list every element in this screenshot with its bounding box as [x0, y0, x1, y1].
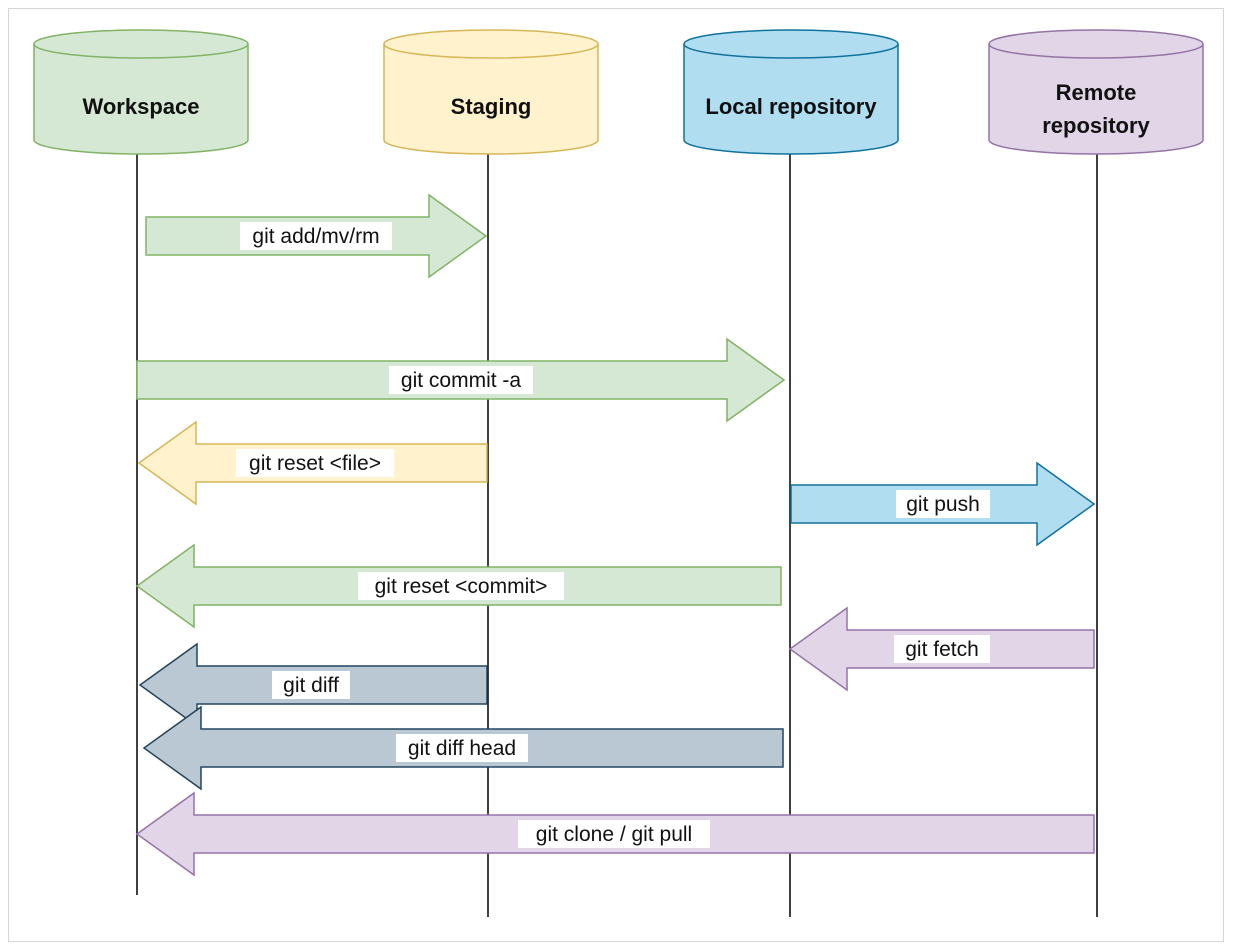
arrow-git-clone-pull-label: git clone / git pull: [536, 823, 692, 846]
arrow-git-reset-commit: git reset <commit>: [135, 543, 782, 629]
arrow-git-push: git push: [790, 461, 1096, 547]
arrow-git-push-label: git push: [906, 493, 980, 516]
workspace-cylinder: Workspace: [33, 29, 249, 155]
staging-cylinder: Staging: [383, 29, 599, 155]
arrow-git-reset-commit-label: git reset <commit>: [375, 575, 548, 598]
arrow-git-add-label: git add/mv/rm: [252, 225, 379, 248]
local-repository-title: Local repository: [705, 94, 877, 119]
arrow-git-reset-file-label: git reset <file>: [249, 452, 381, 475]
arrow-git-diff: git diff: [138, 642, 488, 728]
remote-repository-title-line2: repository: [1042, 113, 1150, 138]
workspace-title: Workspace: [83, 94, 200, 119]
arrow-git-diff-head: git diff head: [142, 705, 784, 791]
local-repository-cylinder: Local repository: [683, 29, 899, 155]
staging-title: Staging: [451, 94, 532, 119]
arrow-git-fetch: git fetch: [788, 606, 1095, 692]
remote-repository-title-line1: Remote: [1056, 80, 1137, 105]
arrow-git-diff-head-label: git diff head: [408, 737, 516, 760]
arrow-git-reset-file: git reset <file>: [137, 420, 488, 506]
arrow-git-clone-pull: git clone / git pull: [135, 791, 1095, 877]
arrow-git-add: git add/mv/rm: [145, 193, 488, 279]
arrow-git-commit-a: git commit -a: [136, 337, 786, 423]
remote-repository-cylinder: Remote repository: [988, 29, 1204, 155]
arrow-git-diff-label: git diff: [283, 674, 339, 697]
arrow-git-commit-a-label: git commit -a: [401, 369, 522, 392]
arrow-git-fetch-label: git fetch: [905, 638, 979, 661]
